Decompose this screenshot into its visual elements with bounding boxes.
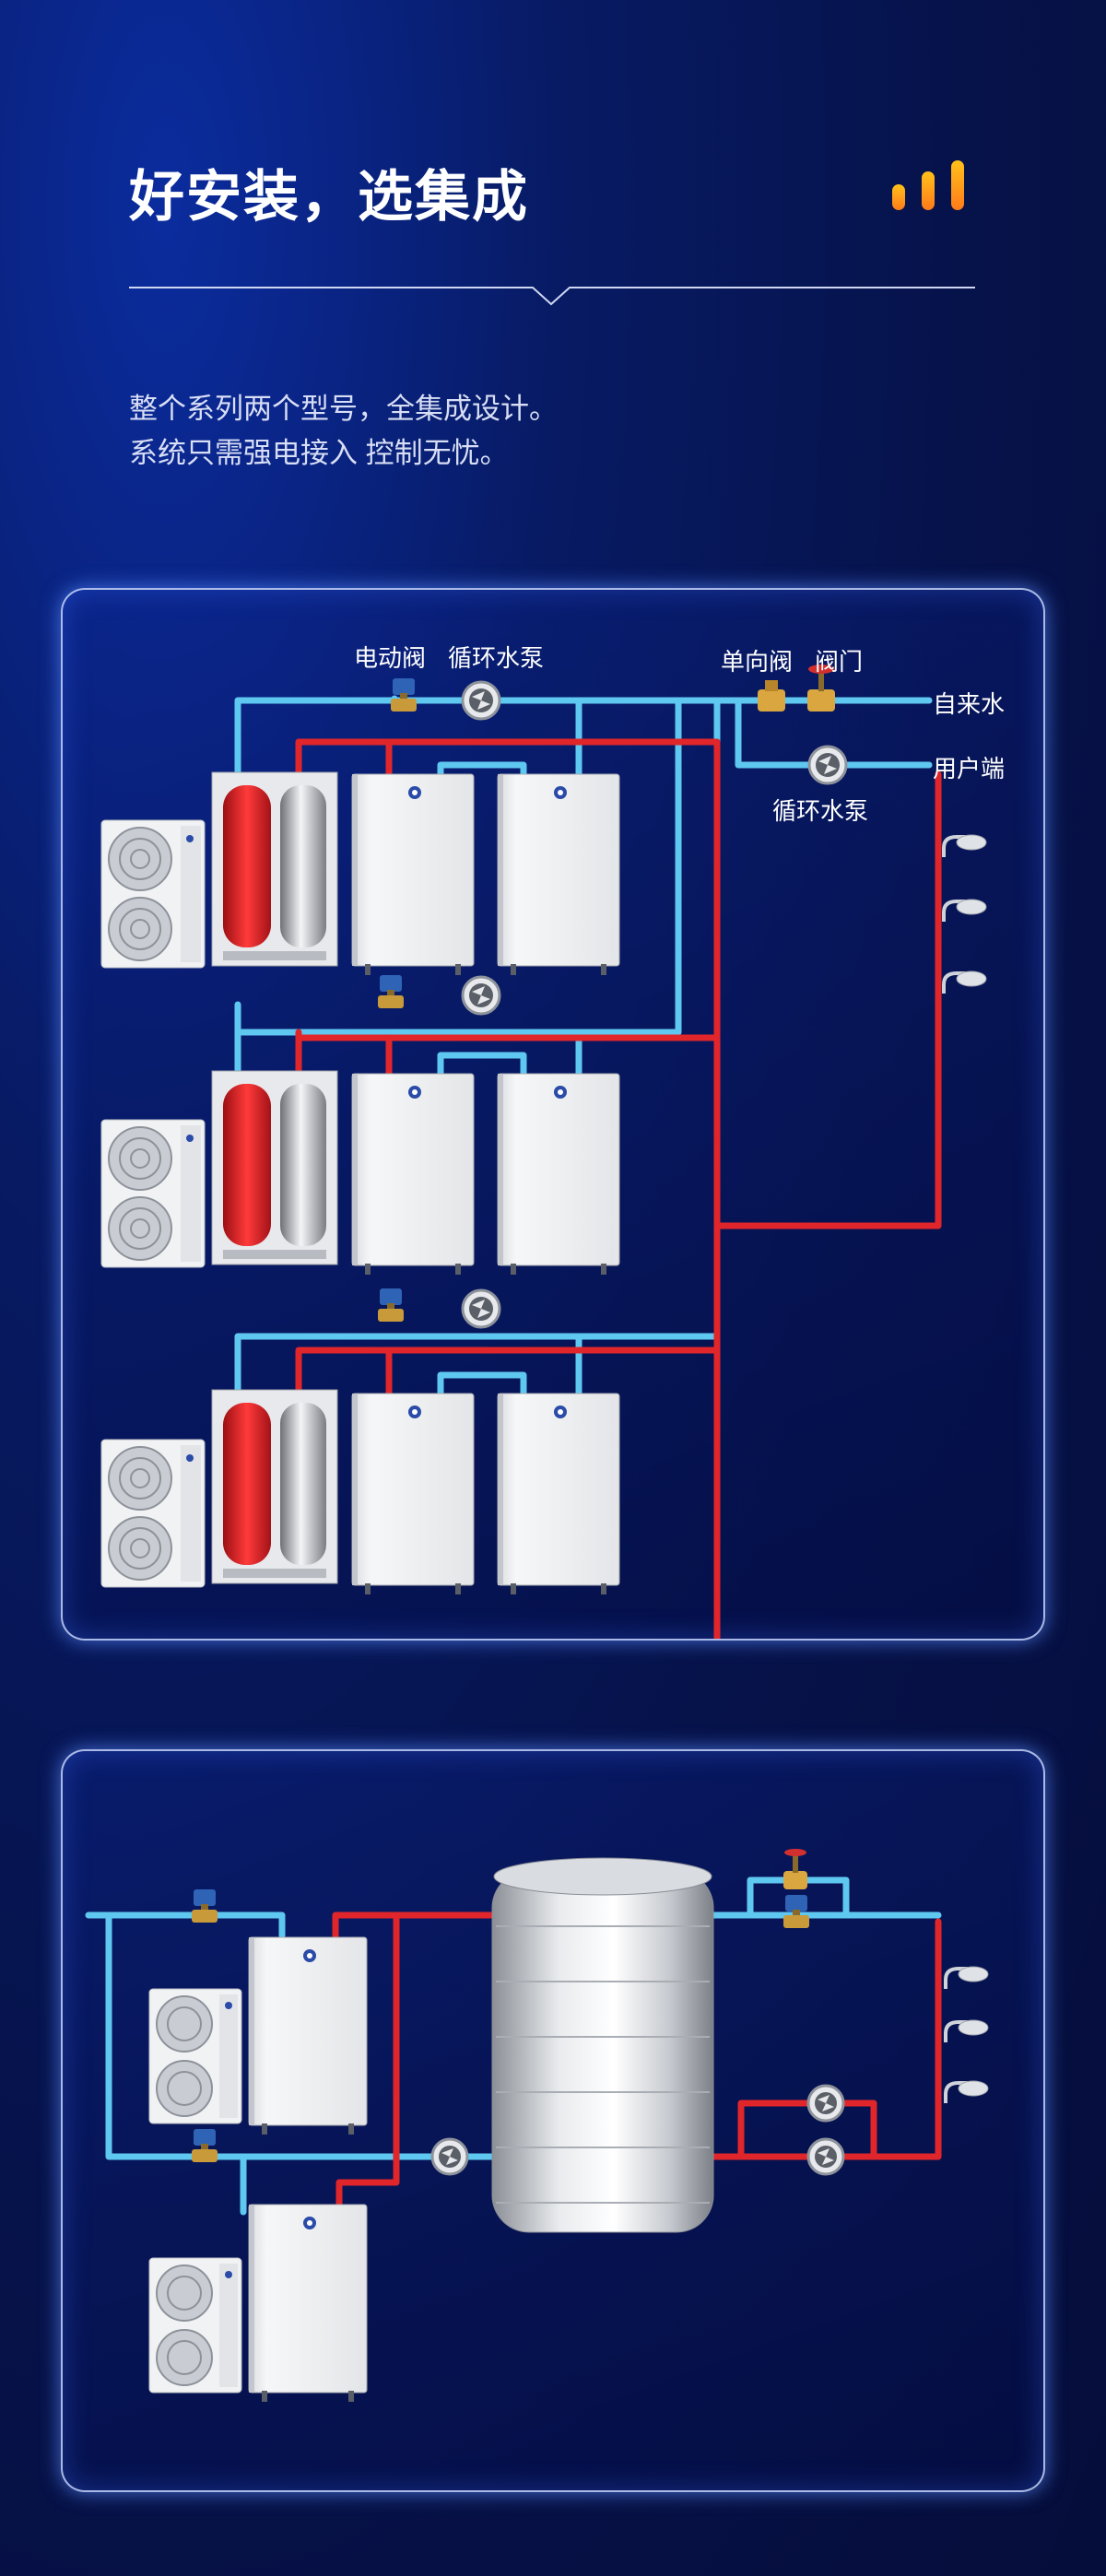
outdoor-unit-a: [148, 1988, 242, 2124]
installation-diagram-multi-unit: 电动阀 循环水泵 单向阀 阀门 自来水 用户端 循环水泵: [61, 588, 1045, 1641]
pump-user: [807, 745, 848, 785]
outdoor-unit-b: [148, 2257, 242, 2394]
gate-valve-icon: [807, 665, 835, 712]
outdoor-unit-2: [100, 1119, 206, 1268]
page-title: 好安装，选集成: [129, 166, 529, 228]
diagram2-svg: [85, 1849, 990, 2403]
description-line-2: 系统只需强电接入 控制无忧。: [129, 437, 509, 469]
diagram1-svg: [100, 665, 988, 1639]
pump-user-1: [806, 2084, 845, 2123]
pump-top: [461, 680, 501, 721]
decorative-bars-icon: [892, 160, 975, 219]
tank-module-3: [211, 1389, 338, 1584]
electric-valve-b: [192, 2129, 218, 2162]
label-valve: 阀门: [815, 648, 864, 676]
pump-tank: [430, 2137, 469, 2176]
indoor-unit-a: [248, 1936, 368, 2135]
outdoor-unit-1: [100, 819, 206, 969]
indoor-unit-1a: [351, 773, 475, 976]
electric-valve-top: [391, 678, 417, 712]
check-valve-icon: [758, 680, 785, 712]
label-electric-valve: 电动阀: [354, 644, 427, 672]
electric-valve-a: [192, 1889, 218, 1923]
label-check-valve: 单向阀: [721, 648, 794, 676]
description-line-1: 整个系列两个型号，全集成设计。: [129, 393, 558, 425]
pump-user-2: [806, 2137, 845, 2176]
installation-diagram-water-tank: [61, 1749, 1045, 2492]
label-circulation-pump-right: 循环水泵: [772, 797, 869, 825]
label-user-end: 用户端: [933, 755, 1006, 782]
electric-valve-c: [783, 1895, 809, 1928]
indoor-unit-2a: [351, 1073, 475, 1276]
indoor-unit-3a: [351, 1393, 475, 1595]
label-tap-water: 自来水: [933, 690, 1006, 718]
electric-valve-row2: [378, 975, 404, 1008]
stainless-water-tank: [491, 1857, 714, 2233]
tank-module-1: [211, 771, 338, 967]
title-divider: [129, 287, 975, 306]
indoor-unit-1b: [497, 773, 620, 976]
electric-valve-row3: [378, 1288, 404, 1322]
indoor-unit-b: [248, 2204, 368, 2403]
pump-row3: [461, 1288, 501, 1329]
outdoor-unit-3: [100, 1439, 206, 1588]
description: 整个系列两个型号，全集成设计。 系统只需强电接入 控制无忧。: [129, 387, 558, 476]
label-circulation-pump-top: 循环水泵: [448, 644, 545, 672]
indoor-unit-2b: [497, 1073, 620, 1276]
gate-valve-icon: [783, 1849, 807, 1889]
pump-row2: [461, 975, 501, 1016]
tank-module-2: [211, 1070, 338, 1265]
indoor-unit-3b: [497, 1393, 620, 1595]
